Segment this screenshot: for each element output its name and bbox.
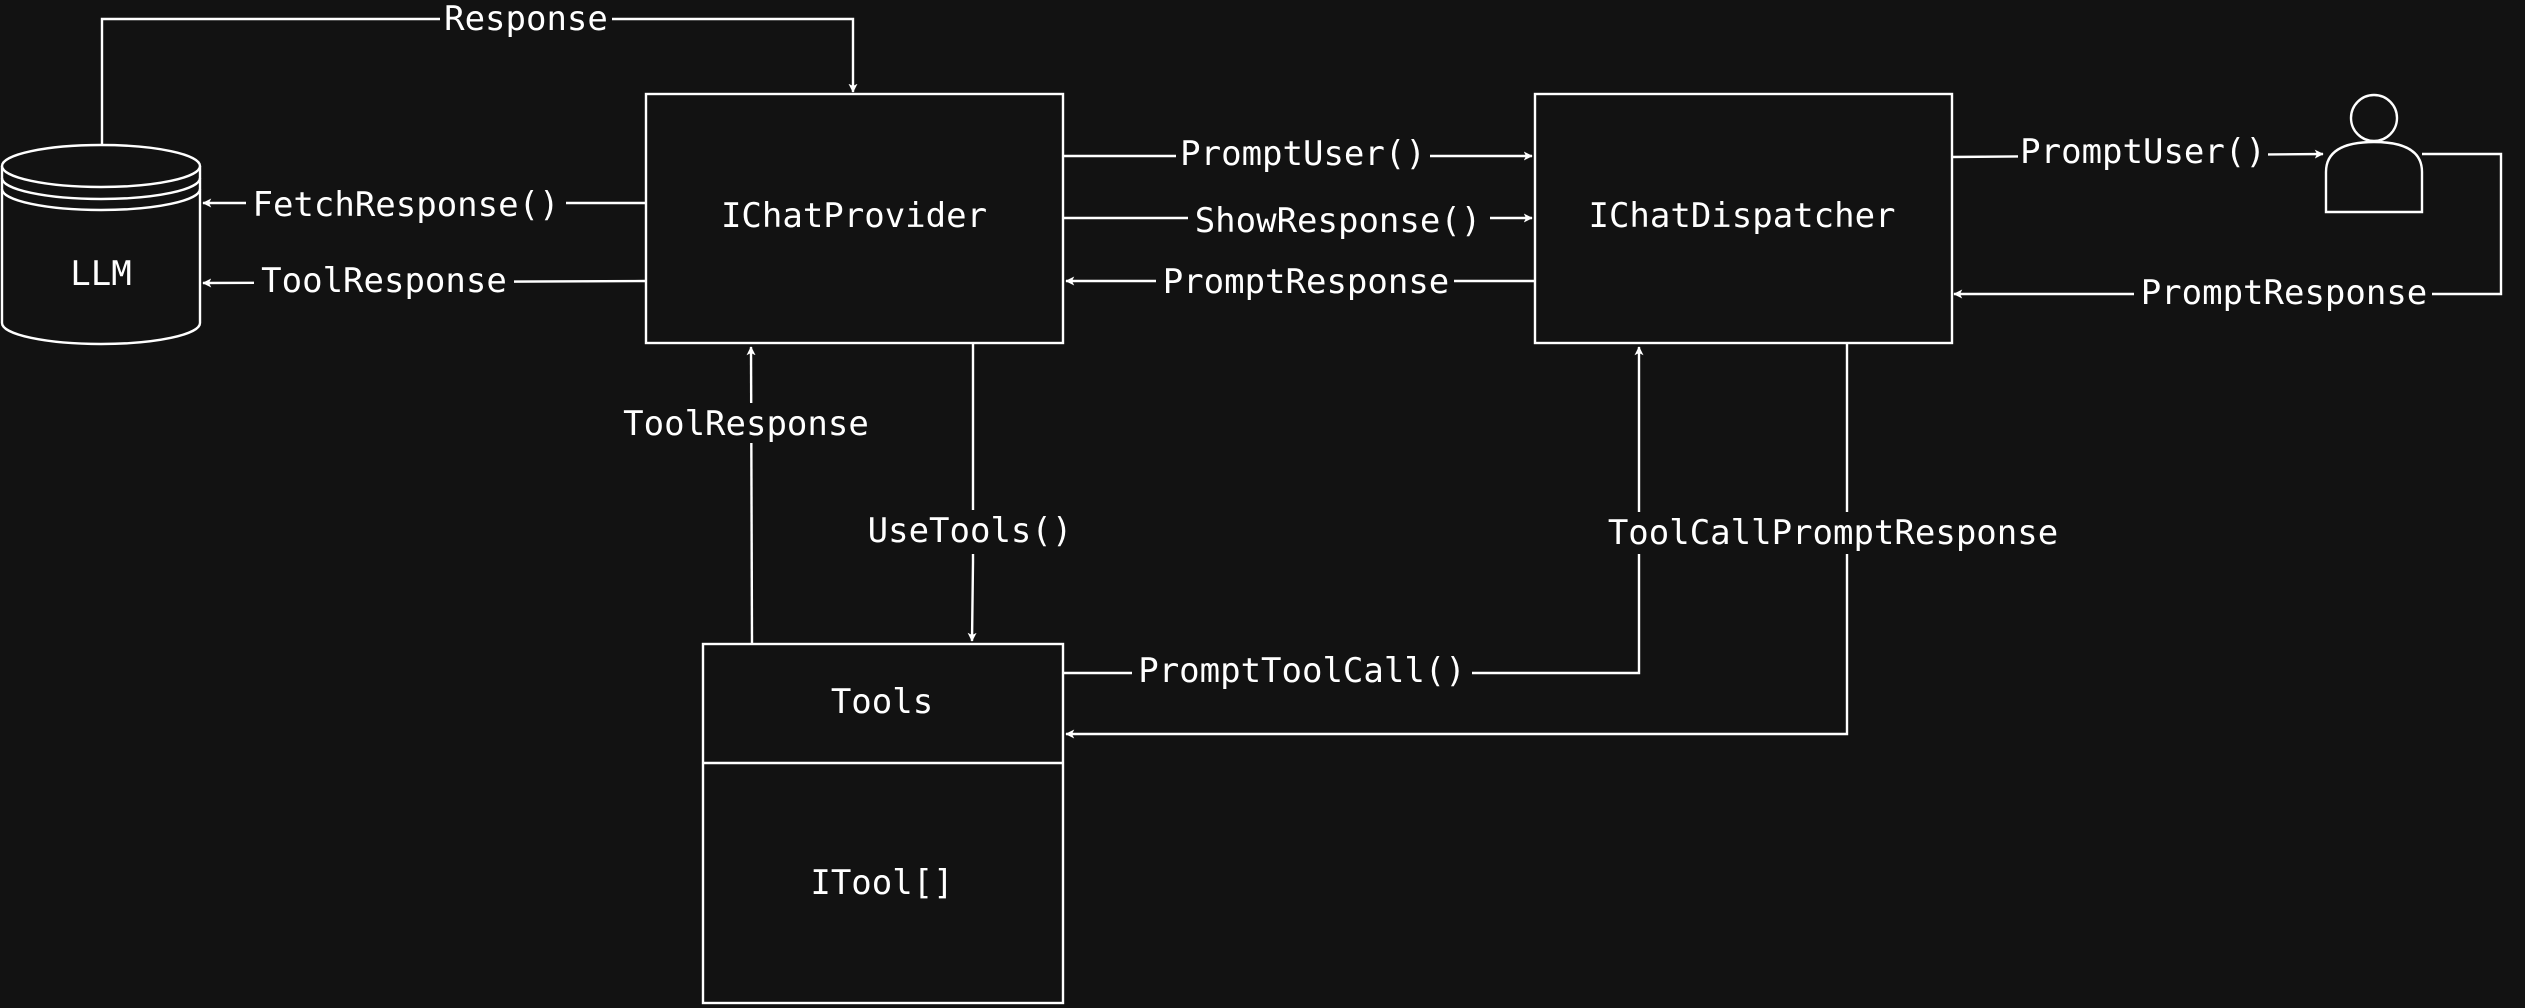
- edge-label-prompt-response-2: PromptResponse: [2141, 273, 2428, 313]
- edge-tool-response-tools: ToolResponse: [616, 346, 876, 644]
- edge-tool-call-prompt-response: ToolCallPromptResponse: [1065, 343, 2068, 739]
- edge-label-fetch-response: FetchResponse(): [252, 185, 559, 225]
- edge-prompt-response-2: PromptResponse: [1953, 152, 2503, 314]
- user-icon: [2324, 93, 2424, 214]
- chat-dispatcher-label: IChatDispatcher: [1588, 196, 1895, 236]
- edge-label-tool-response-llm: ToolResponse: [261, 261, 507, 301]
- edge-label-prompt-tool-call: PromptToolCall(): [1138, 651, 1466, 691]
- tool-list-label: ITool[]: [810, 863, 953, 903]
- edge-prompt-user-2: PromptUser(): [1950, 132, 2324, 174]
- edge-tool-response-llm: ToolResponse: [202, 261, 646, 301]
- edge-prompt-tool-call: PromptToolCall(): [1063, 346, 1644, 694]
- edge-label-use-tools: UseTools(): [868, 511, 1073, 551]
- edge-label-response: Response: [444, 0, 608, 39]
- tools-label: Tools: [831, 682, 933, 722]
- llm-label: LLM: [70, 254, 131, 294]
- llm-database: LLM: [0, 143, 202, 346]
- edge-label-tool-response-tools: ToolResponse: [623, 404, 869, 444]
- edge-show-response: ShowResponse(): [1063, 200, 1533, 241]
- edge-label-tool-call-prompt-response: ToolCallPromptResponse: [1608, 513, 2058, 553]
- edge-fetch-response: FetchResponse(): [202, 184, 645, 225]
- edge-response: Response: [100, 0, 858, 144]
- edge-label-prompt-user-1: PromptUser(): [1180, 134, 1426, 174]
- tools-box: Tools ITool[]: [701, 642, 1065, 1005]
- edge-label-show-response: ShowResponse(): [1195, 201, 1482, 241]
- chat-provider-box: IChatProvider: [644, 92, 1065, 345]
- edge-prompt-response-1: PromptResponse: [1065, 262, 1534, 302]
- edge-label-prompt-user-2: PromptUser(): [2020, 132, 2266, 172]
- edge-label-prompt-response-1: PromptResponse: [1163, 262, 1450, 302]
- chat-dispatcher-box: IChatDispatcher: [1533, 92, 1954, 345]
- edge-use-tools: UseTools(): [862, 343, 1084, 642]
- chat-provider-label: IChatProvider: [721, 196, 987, 236]
- edge-prompt-user-1: PromptUser(): [1063, 134, 1533, 176]
